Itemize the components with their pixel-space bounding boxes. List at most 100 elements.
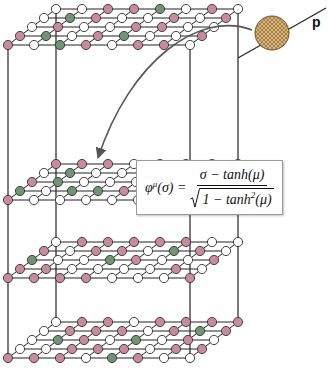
- spin-site: [181, 4, 190, 13]
- spin-site: [65, 246, 74, 255]
- spin-site: [15, 344, 24, 353]
- spin-site: [51, 317, 60, 326]
- spin-site: [169, 326, 178, 335]
- spin-site: [185, 353, 194, 362]
- spin-site: [131, 22, 140, 31]
- spin-site: [183, 22, 192, 31]
- spin-site: [195, 326, 204, 335]
- spin-site: [145, 264, 154, 273]
- spin-site: [53, 255, 62, 264]
- spin-site: [221, 13, 230, 22]
- spin-site: [155, 237, 164, 246]
- spin-site: [55, 40, 64, 49]
- spin-site: [197, 344, 206, 353]
- lattice-bond: [8, 322, 56, 358]
- spin-site: [107, 195, 116, 204]
- spin-site: [169, 13, 178, 22]
- spin-site: [79, 177, 88, 186]
- spin-site: [197, 31, 206, 40]
- spin-site: [119, 344, 128, 353]
- formula-text: 1 − tanh: [202, 192, 250, 207]
- spin-site: [103, 317, 112, 326]
- formula-text: 2: [251, 190, 256, 200]
- spin-site: [53, 22, 62, 31]
- spin-site: [119, 264, 128, 273]
- spin-site: [171, 264, 180, 273]
- spin-site: [103, 4, 112, 13]
- spin-site: [157, 22, 166, 31]
- spin-site: [103, 159, 112, 168]
- spin-site: [77, 159, 86, 168]
- spin-site: [91, 13, 100, 22]
- spin-site: [209, 335, 218, 344]
- formula-part: σ − tanh(μ)1 − tanh2(μ): [190, 167, 273, 208]
- spin-site: [51, 159, 60, 168]
- spin-site: [155, 4, 164, 13]
- spin-site: [133, 40, 142, 49]
- spin-site: [107, 273, 116, 282]
- formula-text: μ: [153, 179, 158, 189]
- lattice-bond: [86, 322, 134, 358]
- spin-site: [233, 237, 242, 246]
- spin-site: [131, 335, 140, 344]
- spin-site: [171, 344, 180, 353]
- spin-site: [67, 186, 76, 195]
- spin-site: [157, 255, 166, 264]
- spin-site: [53, 177, 62, 186]
- lattice-bond: [60, 9, 108, 45]
- lattice-bond: [112, 242, 160, 278]
- spin-site: [197, 264, 206, 273]
- spin-site: [41, 186, 50, 195]
- spin-site: [91, 326, 100, 335]
- spin-site: [183, 335, 192, 344]
- spin-site: [105, 177, 114, 186]
- spin-site: [41, 264, 50, 273]
- spin-site: [39, 13, 48, 22]
- spin-site: [65, 326, 74, 335]
- spin-site: [117, 13, 126, 22]
- spin-site: [65, 168, 74, 177]
- spin-site: [185, 40, 194, 49]
- spin-site: [79, 22, 88, 31]
- lattice-bond: [86, 164, 134, 200]
- lattice-bond: [34, 9, 82, 45]
- lattice-bond: [164, 242, 212, 278]
- spin-site: [209, 255, 218, 264]
- spin-site: [77, 237, 86, 246]
- spin-site: [3, 195, 12, 204]
- spin-site: [107, 40, 116, 49]
- spin-site: [143, 13, 152, 22]
- spin-site: [15, 264, 24, 273]
- spin-site: [143, 246, 152, 255]
- spin-site: [117, 326, 126, 335]
- spin-site: [233, 4, 242, 13]
- spin-site: [67, 264, 76, 273]
- formula-text: (μ): [255, 192, 271, 207]
- radical-stroke: [191, 189, 201, 207]
- spin-site: [81, 353, 90, 362]
- spin-site: [93, 186, 102, 195]
- lattice-bond: [112, 9, 160, 45]
- spin-site: [29, 40, 38, 49]
- spin-site: [131, 255, 140, 264]
- spin-site: [15, 31, 24, 40]
- spin-site: [181, 237, 190, 246]
- spin-site: [39, 326, 48, 335]
- spin-site: [221, 246, 230, 255]
- spin-site: [221, 326, 230, 335]
- spin-site: [39, 246, 48, 255]
- lattice-layer: [3, 4, 242, 49]
- spin-site: [207, 317, 216, 326]
- formula-text: φ: [145, 180, 153, 195]
- spin-site: [145, 31, 154, 40]
- spin-site: [67, 344, 76, 353]
- spin-site: [91, 168, 100, 177]
- spin-site: [77, 317, 86, 326]
- lattice-bond: [8, 9, 56, 45]
- spin-site: [55, 195, 64, 204]
- lattice-bond: [86, 9, 134, 45]
- spin-site: [129, 317, 138, 326]
- lattice-bond: [60, 164, 108, 200]
- spin-site: [143, 326, 152, 335]
- lattice-bond: [34, 322, 82, 358]
